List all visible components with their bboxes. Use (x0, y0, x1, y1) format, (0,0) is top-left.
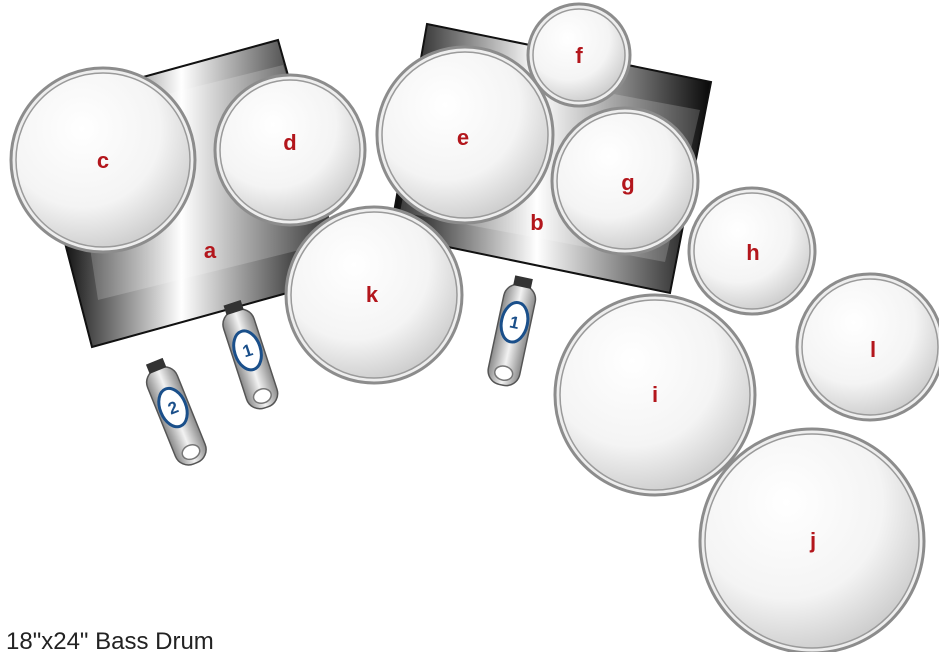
label-c: c (97, 148, 109, 173)
drum-l (797, 274, 939, 420)
bass-pedal-left: 1 (217, 298, 281, 413)
label-f: f (575, 43, 583, 68)
label-a: a (204, 238, 217, 263)
label-i: i (652, 382, 658, 407)
label-k: k (366, 282, 379, 307)
label-l: l (870, 337, 876, 362)
label-h: h (746, 240, 759, 265)
label-j: j (809, 528, 816, 553)
label-b: b (530, 210, 543, 235)
label-g: g (621, 170, 634, 195)
bass-pedal-right: 1 (486, 274, 540, 388)
label-e: e (457, 125, 469, 150)
label-d: d (283, 130, 296, 155)
hihat-pedal: 2 (139, 355, 210, 469)
